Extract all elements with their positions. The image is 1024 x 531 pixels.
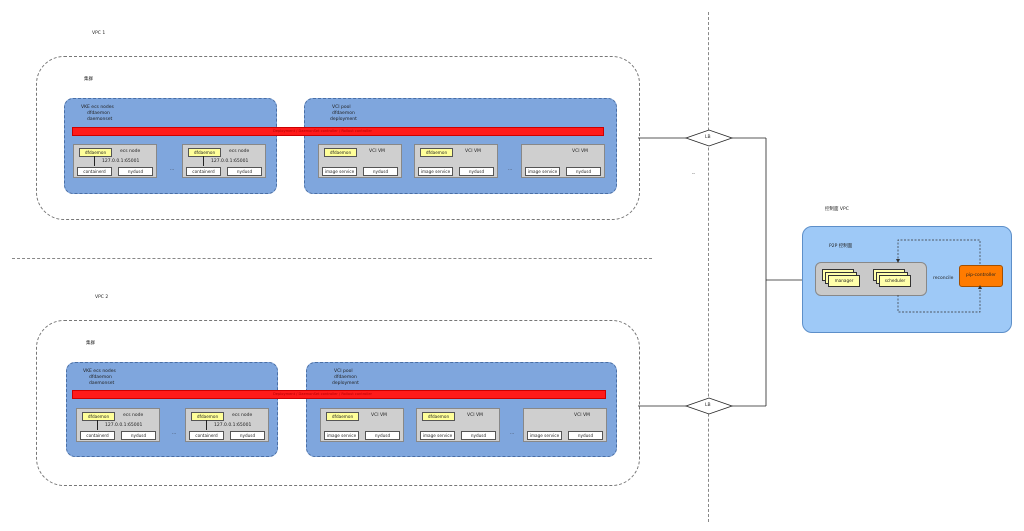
- vpc-label: VPC 1: [92, 31, 106, 36]
- nydusd-box: nydusd: [118, 167, 153, 176]
- containerd-box: containerd: [80, 431, 115, 440]
- image-service-box: image service: [527, 431, 562, 440]
- p2p-control-plane-label: P2P 控制面: [829, 244, 853, 249]
- nydusd-box: nydusd: [121, 431, 156, 440]
- vpc-label: VPC 2: [95, 295, 109, 300]
- vci-vm: dfdaemon VCI VM image service nydusd: [318, 144, 402, 178]
- vm-title: VCI VM: [572, 149, 588, 154]
- vci-vm: dfdaemon VCI VM image service nydusd: [320, 408, 404, 442]
- vm-title: VCI VM: [574, 413, 590, 418]
- pool-title-line: dfdaemon: [89, 375, 112, 380]
- vm-title: VCI VM: [467, 413, 483, 418]
- lb-diamond-top: [684, 129, 734, 147]
- pool-title-line: dfdaemon: [334, 375, 357, 380]
- pool-title-line: VKE ecs nodes: [83, 369, 116, 374]
- containerd-box: containerd: [189, 431, 224, 440]
- ecs-node: dfdaemon ecs node 127.0.0.1:65001 contai…: [73, 144, 157, 178]
- pool-title-line: daemonset: [89, 381, 115, 386]
- node-address: 127.0.0.1:65001: [102, 159, 140, 164]
- containerd-box: containerd: [77, 167, 112, 176]
- ecs-node: dfdaemon ecs node 127.0.0.1:65001 contai…: [185, 408, 269, 442]
- ellipsis: ...: [170, 167, 175, 172]
- pool-title-line: deployment: [332, 381, 359, 386]
- connector-arrow: [94, 156, 95, 166]
- vci-vm: VCI VM image service nydusd: [523, 408, 607, 442]
- pool-title-line: VCI pool: [334, 369, 353, 374]
- nydusd-box: nydusd: [568, 431, 603, 440]
- pool-title-line: dfdaemon: [87, 111, 110, 116]
- cluster-label: 集群: [86, 341, 95, 346]
- nydusd-box: nydusd: [566, 167, 601, 176]
- pip-controller-box: pip-controller: [959, 265, 1003, 287]
- image-service-box: image service: [525, 167, 560, 176]
- cluster-label: 集群: [84, 77, 93, 82]
- node-address: 127.0.0.1:65001: [105, 423, 143, 428]
- ellipsis: ...: [172, 431, 177, 436]
- controller-bar-label: Deployment / DaemonSet controller / Roll…: [273, 129, 373, 133]
- image-service-box: image service: [324, 431, 359, 440]
- reconcile-label: reconcile: [933, 276, 954, 281]
- nydusd-box: nydusd: [459, 167, 494, 176]
- manager-box: manager: [828, 275, 860, 287]
- ecs-node: dfdaemon ecs node 127.0.0.1:65001 contai…: [182, 144, 266, 178]
- connector-arrow: [206, 420, 207, 430]
- connector-arrow: [97, 420, 98, 430]
- node-title: ecs node: [229, 149, 250, 154]
- node-title: ecs node: [232, 413, 253, 418]
- image-service-box: image service: [418, 167, 453, 176]
- dfdaemon-box: dfdaemon: [191, 412, 224, 421]
- ecs-node: dfdaemon ecs node 127.0.0.1:65001 contai…: [76, 408, 160, 442]
- node-title: ecs node: [123, 413, 144, 418]
- node-address: 127.0.0.1:65001: [214, 423, 252, 428]
- dfdaemon-box: dfdaemon: [420, 148, 453, 157]
- scheduler-box: scheduler: [879, 275, 911, 287]
- lb-label: LB: [705, 403, 711, 408]
- dfdaemon-box: dfdaemon: [326, 412, 359, 421]
- controller-bar-label: Deployment / DaemonSet controller / Roll…: [273, 392, 373, 396]
- vci-vm: VCI VM image service nydusd: [521, 144, 605, 178]
- horizontal-separator: [12, 258, 652, 259]
- controller-bar: Deployment / DaemonSet controller / Roll…: [72, 390, 606, 399]
- scheduler-stack: scheduler: [873, 269, 911, 287]
- vci-vm: dfdaemon VCI VM image service nydusd: [414, 144, 498, 178]
- dfdaemon-box: dfdaemon: [324, 148, 357, 157]
- lb-diamond-bottom: [684, 397, 734, 415]
- vm-title: VCI VM: [465, 149, 481, 154]
- pool-title-line: deployment: [330, 117, 357, 122]
- connector-arrow: [203, 156, 204, 166]
- manager-stack: manager: [822, 269, 860, 287]
- image-service-box: image service: [322, 167, 357, 176]
- dfdaemon-box: dfdaemon: [422, 412, 455, 421]
- pool-title-line: dfdaemon: [332, 111, 355, 116]
- pool-title-line: daemonset: [87, 117, 113, 122]
- dfdaemon-box: dfdaemon: [188, 148, 221, 157]
- control-plane-vpc-label: 控制面 VPC: [825, 207, 849, 212]
- node-title: ecs node: [120, 149, 141, 154]
- vertical-separator: [708, 12, 709, 522]
- nydusd-box: nydusd: [227, 167, 262, 176]
- p2p-control-plane: manager scheduler: [815, 262, 927, 296]
- node-address: 127.0.0.1:65001: [211, 159, 249, 164]
- lb-label: LB: [705, 135, 711, 140]
- dfdaemon-box: dfdaemon: [82, 412, 115, 421]
- nydusd-box: nydusd: [230, 431, 265, 440]
- nydusd-box: nydusd: [461, 431, 496, 440]
- controller-bar: Deployment / DaemonSet controller / Roll…: [72, 127, 604, 136]
- containerd-box: containerd: [186, 167, 221, 176]
- vm-title: VCI VM: [371, 413, 387, 418]
- vm-title: VCI VM: [369, 149, 385, 154]
- nydusd-box: nydusd: [363, 167, 398, 176]
- nydusd-box: nydusd: [365, 431, 400, 440]
- ellipsis: ...: [508, 167, 513, 172]
- pool-title-line: VCI pool: [332, 105, 351, 110]
- image-service-box: image service: [420, 431, 455, 440]
- control-plane-vpc: P2P 控制面 manager scheduler reconcile pip-…: [802, 226, 1012, 333]
- separator-mark: --: [692, 171, 695, 176]
- dfdaemon-box: dfdaemon: [79, 148, 112, 157]
- vci-vm: dfdaemon VCI VM image service nydusd: [416, 408, 500, 442]
- pool-title-line: VKE ecs nodes: [81, 105, 114, 110]
- ellipsis: ...: [510, 431, 515, 436]
